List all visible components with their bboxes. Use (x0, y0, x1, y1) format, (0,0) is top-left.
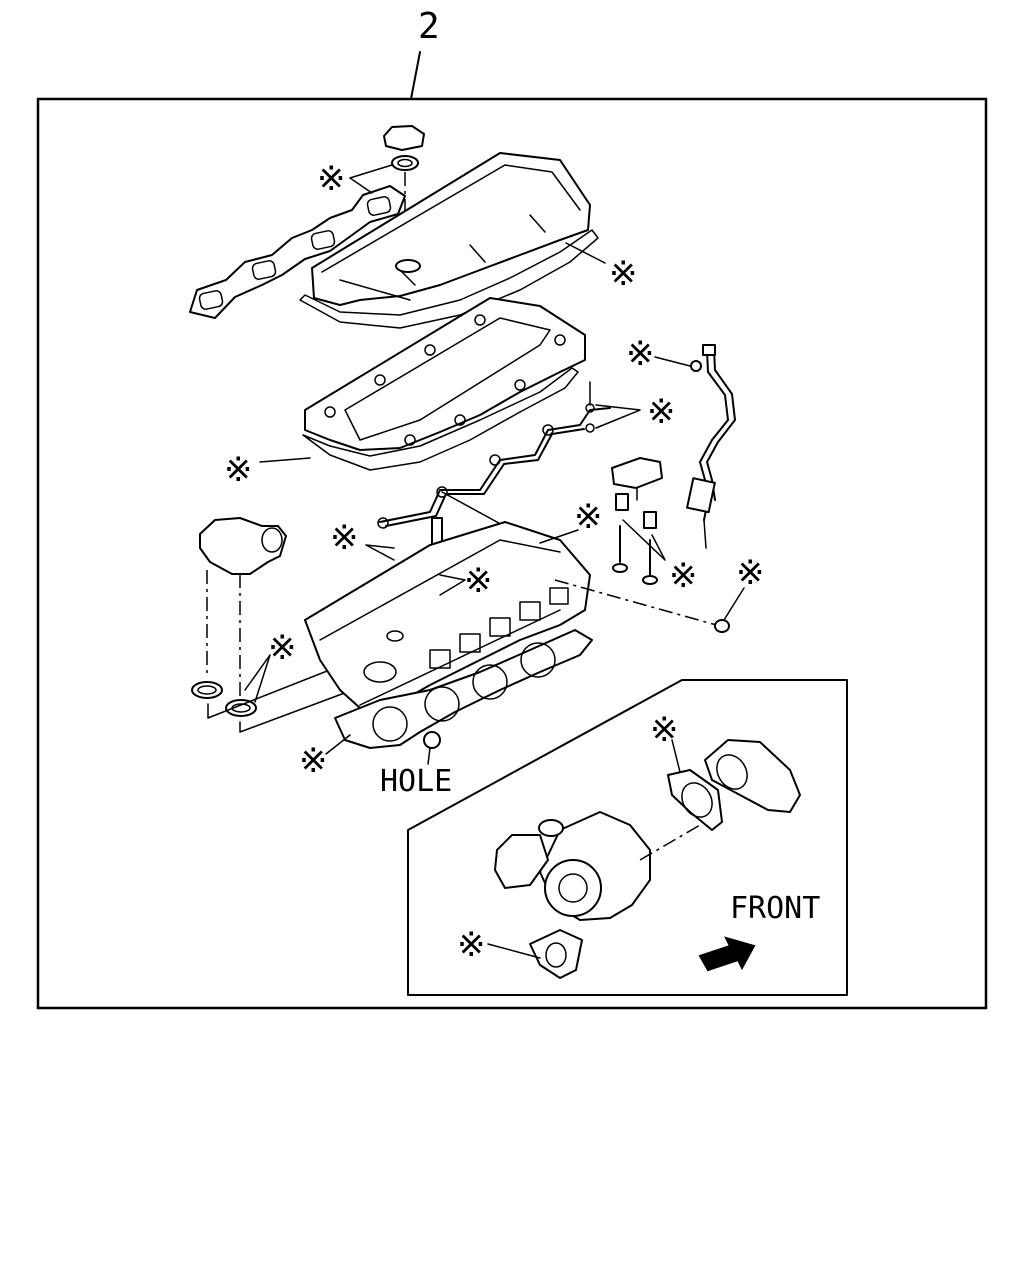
front-arrow-icon (698, 936, 756, 972)
marker-10: ※ (736, 553, 765, 593)
marker-13: ※ (650, 710, 679, 750)
kit-frame (36, 97, 988, 1010)
rocker-bracket (611, 457, 663, 585)
marker-symbols: ※ ※ ※ ※ ※ ※ ※ ※ ※ ※ ※ ※ ※ ※ (224, 159, 765, 965)
marker-6: ※ (330, 518, 359, 558)
exhaust-elbow (704, 739, 801, 813)
head-gasket (334, 629, 593, 765)
marker-2: ※ (609, 254, 638, 294)
marker-3: ※ (626, 334, 655, 374)
turbo-inlet-gasket (667, 769, 723, 831)
reference-number: 2 (418, 6, 440, 47)
marker-4: ※ (647, 392, 676, 432)
marker-1: ※ (317, 159, 346, 199)
marker-9: ※ (464, 561, 493, 601)
oil-filler-cap (383, 125, 425, 258)
injection-pipes (377, 381, 611, 529)
turbocharger (494, 811, 701, 921)
turbo-outlet-gasket (529, 929, 583, 979)
cam-carrier (302, 297, 586, 471)
cylinder-head-cover (299, 152, 599, 329)
exhaust-manifold-gasket (189, 185, 406, 319)
turbo-inset-frame (407, 679, 848, 996)
marker-leaders (244, 164, 745, 959)
marker-8: ※ (669, 556, 698, 596)
marker-12: ※ (299, 741, 328, 781)
hole-label: HOLE (380, 764, 452, 799)
marker-14: ※ (457, 925, 486, 965)
marker-5: ※ (224, 450, 253, 490)
cylinder-head (304, 521, 730, 709)
sensor-harness (686, 344, 736, 549)
thermostat-housing (191, 517, 359, 733)
marker-7: ※ (574, 497, 603, 537)
marker-11: ※ (268, 628, 297, 668)
reference-leader (410, 51, 421, 100)
front-label: FRONT (730, 891, 820, 926)
